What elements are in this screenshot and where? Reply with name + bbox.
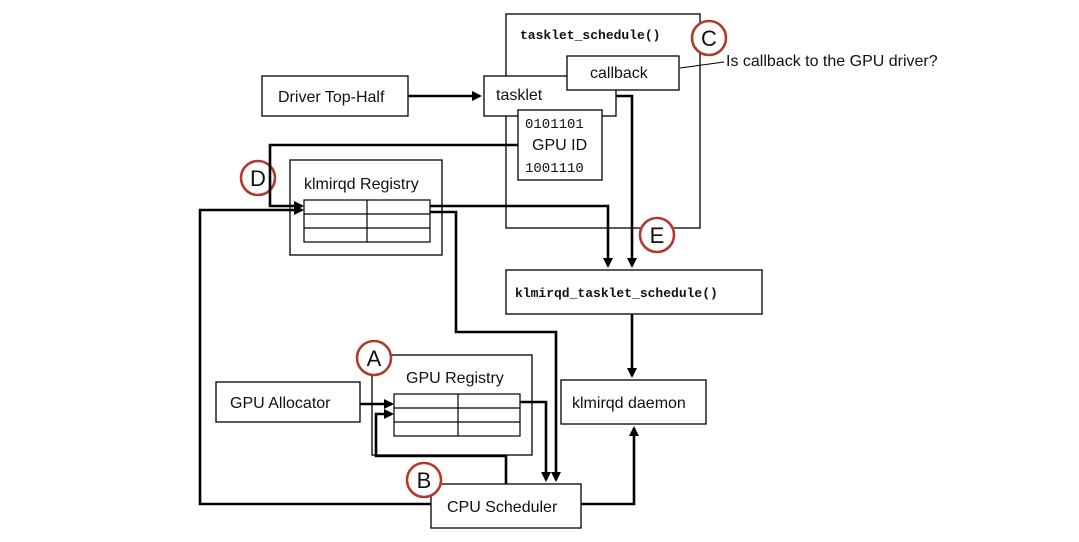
klmirqd-registry-box: klmirqd Registry bbox=[289, 159, 443, 256]
gpu-registry-label: GPU Registry bbox=[406, 370, 504, 387]
gpu-registry-box: GPU Registry bbox=[371, 354, 533, 456]
gpu-id-label: GPU ID bbox=[532, 137, 587, 154]
callback-label: callback bbox=[590, 65, 649, 82]
klmirqd-registry-to-scheduler-arrow bbox=[430, 210, 561, 482]
gpu-registry-to-scheduler-arrow bbox=[520, 400, 551, 482]
scheduler-to-daemon-arrow bbox=[581, 426, 639, 506]
registry-to-schedule-arrow bbox=[430, 204, 613, 268]
klmirqd-tasklet-schedule-label: klmirqd_tasklet_schedule() bbox=[515, 286, 718, 301]
tasklet-to-schedule-arrow bbox=[616, 94, 637, 268]
gpu-id-bits-top: 0101101 bbox=[525, 117, 584, 133]
marker-c-label: C bbox=[701, 26, 717, 51]
klmirqd-registry-label: klmirqd Registry bbox=[304, 176, 419, 193]
klmirqd-daemon-label: klmirqd daemon bbox=[572, 395, 686, 412]
scheduler-to-gpu-registry-arrow bbox=[374, 409, 508, 484]
driver-top-half-box: Driver Top-Half bbox=[261, 75, 409, 117]
gpu-id-bits-bottom: 1001110 bbox=[525, 161, 584, 177]
marker-b: B bbox=[405, 461, 443, 499]
tasklet-label: tasklet bbox=[496, 87, 543, 104]
klmirqd-tasklet-schedule-box: klmirqd_tasklet_schedule() bbox=[505, 269, 763, 315]
marker-c: C bbox=[690, 19, 728, 57]
callback-question: Is callback to the GPU driver? bbox=[726, 53, 938, 70]
marker-e: E bbox=[638, 216, 676, 254]
gpu-id-box: 0101101 GPU ID 1001110 bbox=[517, 109, 603, 181]
marker-a-label: A bbox=[367, 346, 382, 371]
callback-box: callback bbox=[566, 55, 680, 91]
gpu-allocator-label: GPU Allocator bbox=[230, 395, 331, 412]
driver-top-half-label: Driver Top-Half bbox=[278, 89, 385, 106]
klmirqd-daemon-box: klmirqd daemon bbox=[560, 379, 707, 425]
marker-a: A bbox=[355, 339, 393, 377]
marker-e-label: E bbox=[650, 223, 665, 248]
gpu-allocator-box: GPU Allocator bbox=[215, 381, 361, 423]
gpu-registry-table bbox=[393, 393, 521, 437]
marker-d: D bbox=[239, 159, 277, 197]
callback-leader-line bbox=[679, 61, 725, 69]
scheduler-to-klmirqd-registry-arrow bbox=[198, 205, 431, 506]
cpu-scheduler-box: CPU Scheduler bbox=[430, 483, 582, 529]
cpu-scheduler-label: CPU Scheduler bbox=[447, 499, 558, 516]
tasklet-schedule-title: tasklet_schedule() bbox=[520, 28, 660, 43]
marker-d-label: D bbox=[250, 166, 266, 191]
marker-b-label: B bbox=[417, 468, 432, 493]
gpu-id-to-registry-arrow bbox=[268, 143, 518, 211]
